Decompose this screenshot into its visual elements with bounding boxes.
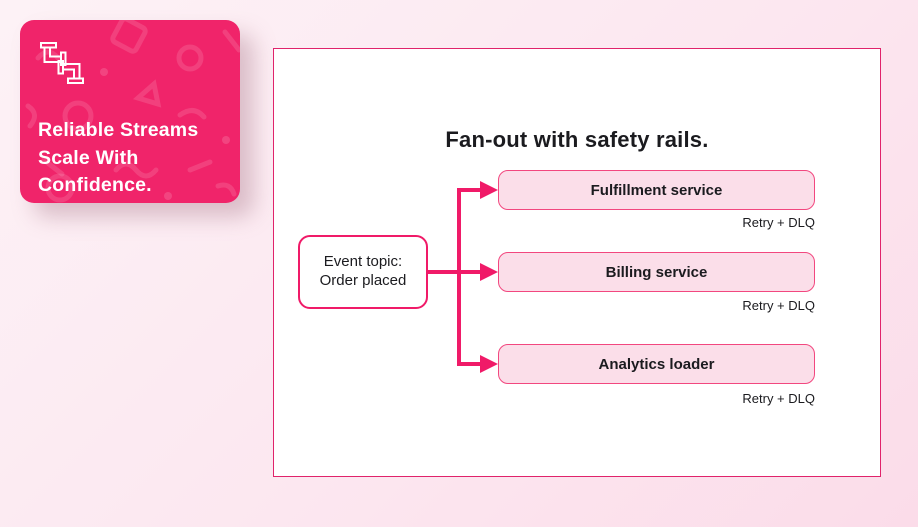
target-node-label: Billing service [605,263,708,281]
diagram-title: Fan-out with safety rails. [445,127,709,152]
retry-dlq-note: Retry + DLQ [742,391,815,406]
target-node-billing: Billing service [498,252,815,292]
retry-dlq-note: Retry + DLQ [742,215,815,230]
card-title-line: Scale With [38,146,139,169]
source-node-event-topic: Event topic: Order placed [298,235,428,309]
pipeline-icon [40,42,84,84]
card-title: Reliable Streams Scale With Confidence. [38,117,228,200]
source-node-label-line: Order placed [319,272,407,289]
connector-arrows [428,181,498,373]
retry-dlq-note: Retry + DLQ [742,298,815,313]
card-title-line: Reliable Streams [38,119,199,142]
target-node-fulfillment: Fulfillment service [498,170,815,210]
source-node-label-line: Event topic: [323,253,403,271]
diagram-panel: Fan-out with safety rails. Event topic: … [273,48,881,477]
card-title-line: Confidence. [38,174,152,197]
doodle-pattern-decoration [25,20,240,203]
target-node-analytics: Analytics loader [498,344,815,384]
target-node-label: Analytics loader [598,355,715,373]
brand-card: Reliable Streams Scale With Confidence. [20,20,240,203]
target-node-label: Fulfillment service [590,181,723,199]
